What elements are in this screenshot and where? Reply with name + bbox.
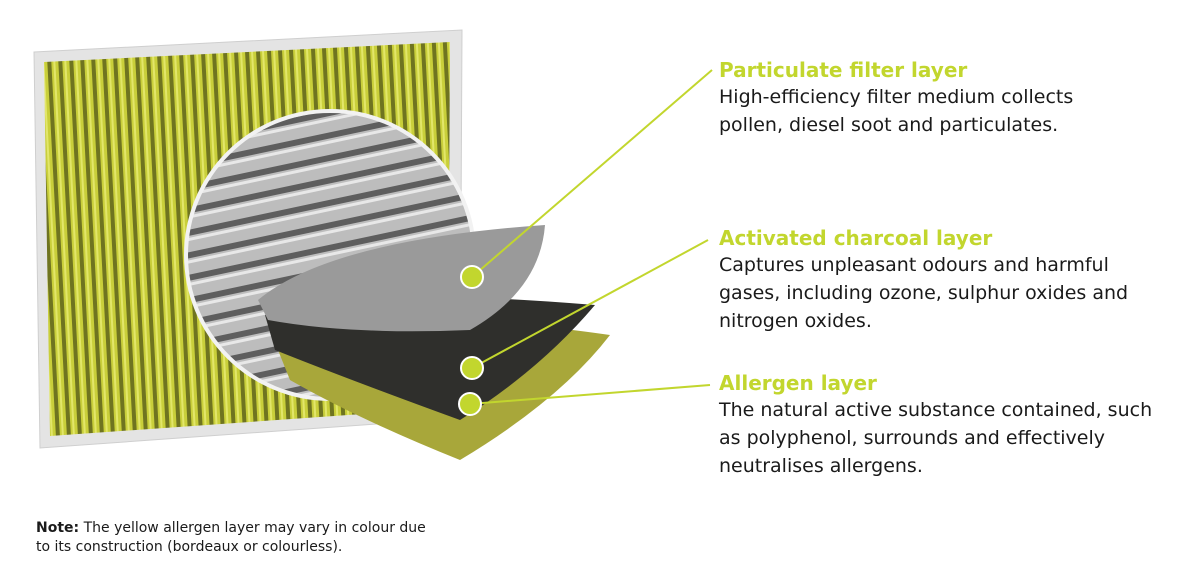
- marker-dot-charcoal: [460, 356, 484, 380]
- callout-description: High-efficiency filter medium collects p…: [719, 86, 1074, 136]
- callout-title: Allergen layer: [719, 371, 877, 395]
- leader-line-charcoal: [471, 239, 709, 369]
- charcoal-layer-callout: Activated charcoal layer Captures unplea…: [719, 225, 1189, 335]
- callout-title: Particulate filter layer: [719, 58, 968, 82]
- allergen-layer-callout: Allergen layer The natural active substa…: [719, 370, 1189, 480]
- particulate-layer-callout: Particulate filter layer High-efficiency…: [719, 57, 1189, 139]
- note-text: The yellow allergen layer may vary in co…: [36, 520, 426, 555]
- particulate-layer-sheet: [258, 225, 545, 332]
- marker-dot-particulate: [460, 265, 484, 289]
- leader-line-particulate: [471, 69, 713, 278]
- footnote: Note: The yellow allergen layer may vary…: [36, 519, 436, 557]
- note-label: Note:: [36, 520, 80, 536]
- leader-line-allergen: [469, 384, 711, 405]
- callout-description: Captures unpleasant odours and harmful g…: [719, 254, 1129, 332]
- callout-description: The natural active substance contained, …: [719, 399, 1153, 477]
- callout-title: Activated charcoal layer: [719, 226, 993, 250]
- marker-dot-allergen: [458, 392, 482, 416]
